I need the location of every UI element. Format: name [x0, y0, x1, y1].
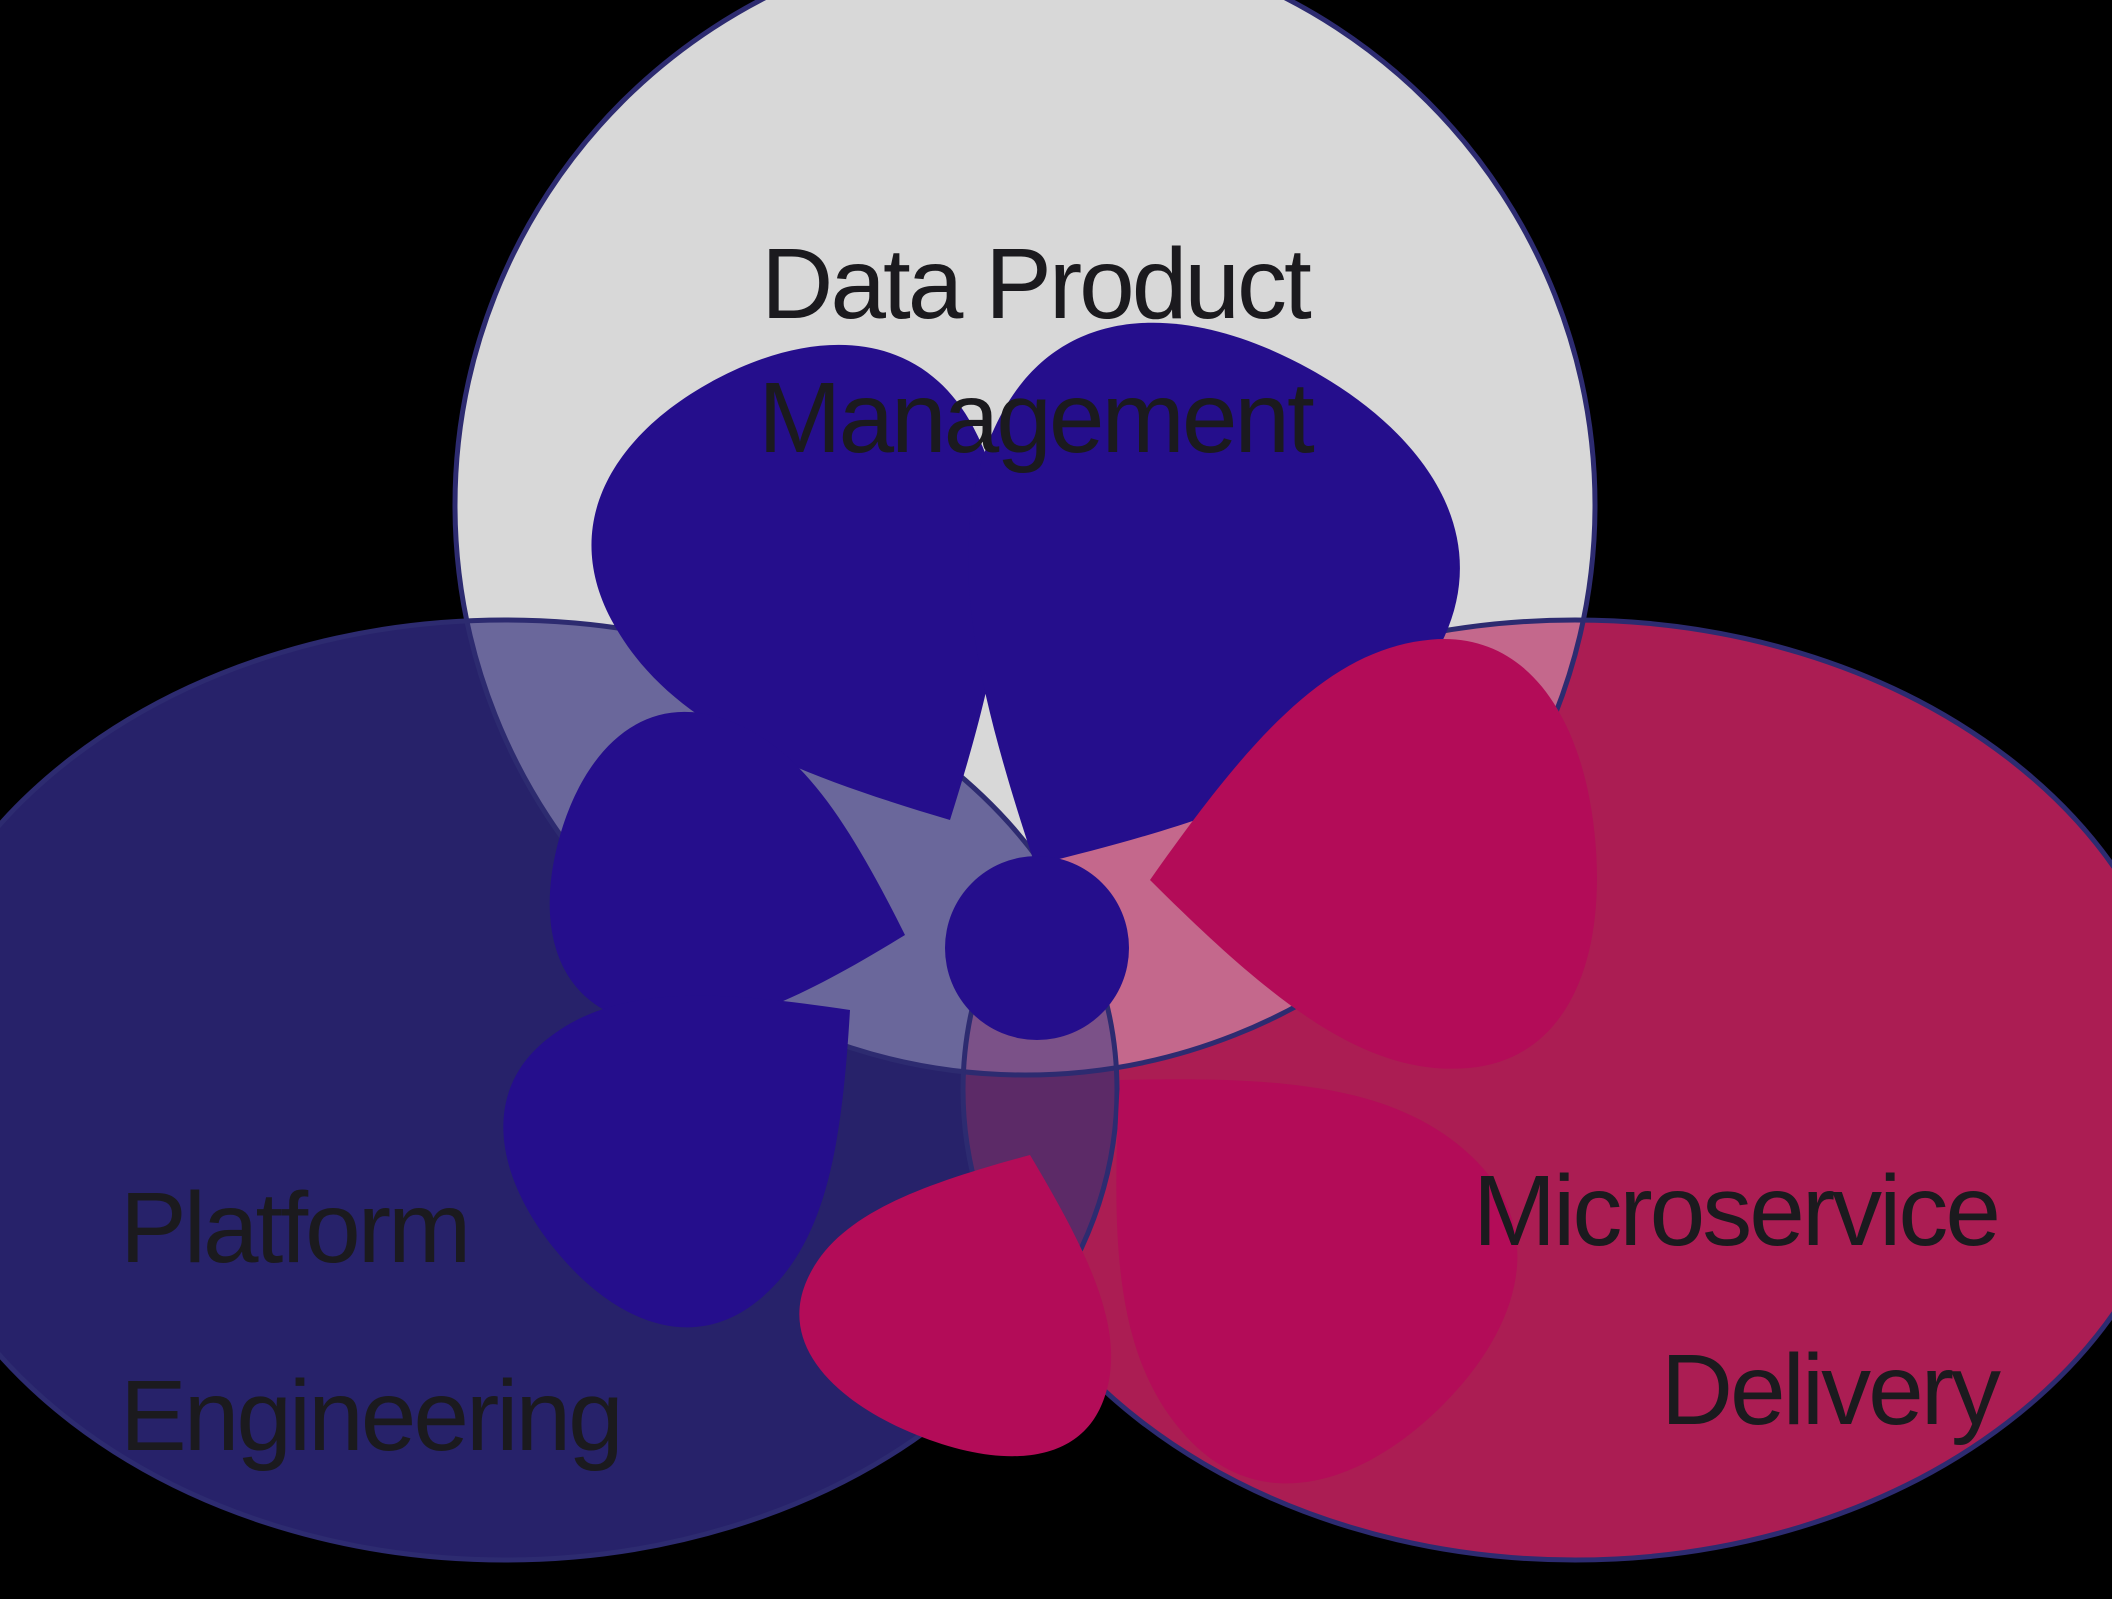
- logo-petal-lower-right: [1116, 1079, 1518, 1484]
- logo-center-circle: [945, 856, 1129, 1040]
- right-set-label-line2: Delivery: [1661, 1334, 2001, 1446]
- right-ellipse-outline: [960, 617, 2112, 1563]
- top-circle-outline: [452, 0, 1598, 1078]
- right-set-label-line1: Microservice: [1473, 1155, 1998, 1267]
- logo-petal-bottom: [799, 1155, 1112, 1457]
- flower-pinwheel-logo: [503, 322, 1597, 1484]
- top-set-label-line1: Data Product: [761, 228, 1312, 340]
- logo-petal-upper-left: [591, 344, 1004, 820]
- left-set-label-line1: Platform: [120, 1172, 468, 1284]
- left-ellipse-outline: [0, 617, 1120, 1563]
- top-set-label-line2: Management: [758, 362, 1315, 474]
- logo-petal-right: [1150, 639, 1597, 1069]
- left-set-label-line2: Engineering: [120, 1360, 621, 1472]
- logo-petal-lower-left: [503, 995, 850, 1328]
- logo-petal-left: [549, 712, 905, 1027]
